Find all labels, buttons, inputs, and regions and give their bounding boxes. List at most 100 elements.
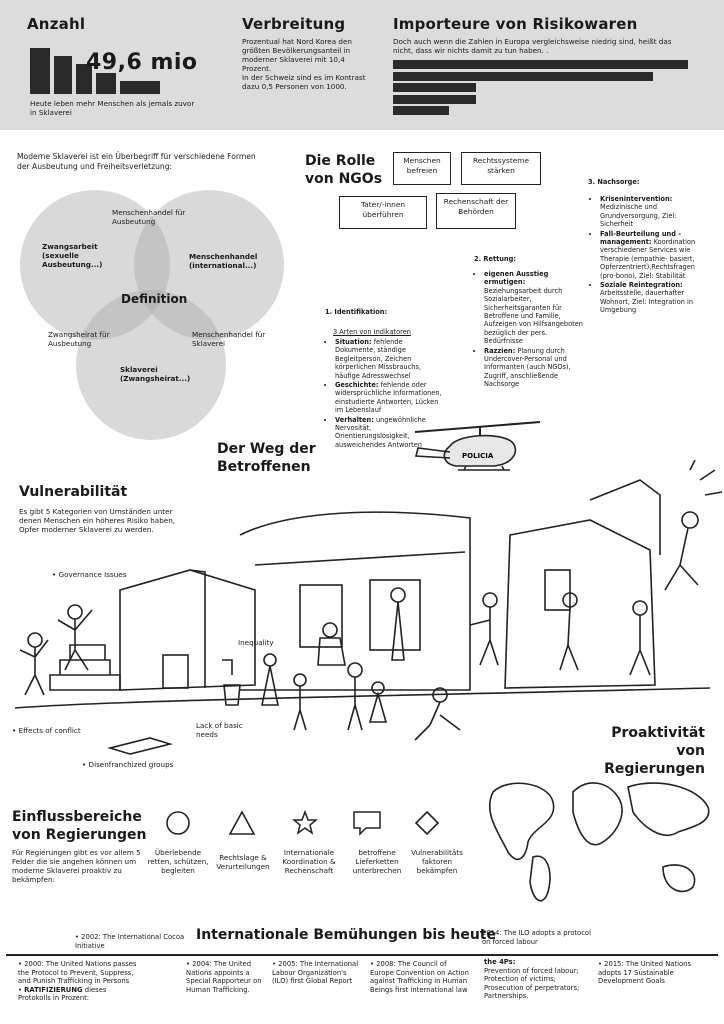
star-icon bbox=[292, 810, 318, 835]
importeure-title: Importeure von Risikowaren bbox=[393, 15, 638, 33]
nachsorge-title: 3. Nachsorge: bbox=[588, 178, 640, 186]
diamond-icon bbox=[414, 810, 440, 836]
venn-circle-left bbox=[20, 190, 170, 340]
einfluss-text: Für Regierungen gibt es vor allem 5 Feld… bbox=[12, 848, 141, 884]
timeline-2015-text: 2015: The United Nations adopts 17 Susta… bbox=[598, 960, 692, 986]
rettung-item-ausstieg: eigenen Ausstieg ermutigen:Beziehungsarb… bbox=[484, 270, 586, 346]
timeline-4ps-title: the 4Ps: bbox=[484, 958, 516, 966]
ngo-box-rechtssysteme: Rechtssysteme stärken bbox=[461, 152, 541, 185]
timeline-2000-text: 2000: The United Nations passes the Prot… bbox=[18, 960, 137, 986]
importeure-bar-4 bbox=[393, 94, 476, 104]
timeline-2000-tail: dieses Protokolls in Prozent: bbox=[18, 985, 107, 1003]
venn-center-label: Definition bbox=[121, 292, 188, 306]
einfluss-feld-2: Rechtslage & Verurteilungen bbox=[216, 853, 270, 871]
verbreitung-text: Prozentual hat Nord Korea den größten Be… bbox=[242, 37, 370, 91]
venn-mh-sklaverei: Menschenhandel für Sklaverei bbox=[192, 330, 266, 348]
vuln-governance-label: Governance Issues bbox=[58, 570, 127, 579]
nachsorge-fall-label: Fall-Beurteilung und -management: bbox=[600, 229, 681, 247]
vuln-conflict: • Effects of conflict bbox=[12, 726, 81, 735]
venn-sklaverei: Sklaverei (Zwangsheirat...) bbox=[120, 365, 191, 383]
anzahl-bar-4 bbox=[96, 73, 116, 94]
rettung-ausstieg-text: Beziehungsarbeit durch Sozialarbeiter, S… bbox=[484, 286, 583, 346]
importeure-bar-3 bbox=[393, 83, 476, 92]
rettung-razzien-label: Razzien: bbox=[484, 346, 516, 355]
vuln-inequality: Inequality bbox=[238, 638, 274, 647]
weg-title: Der Weg der Betroffenen bbox=[217, 441, 316, 475]
identifikation-item-situation: Situation: fehlende Dokumente, ständige … bbox=[335, 338, 443, 380]
nachsorge-krise-label: Kriseninterventi​on: bbox=[600, 195, 673, 203]
timeline-2005: • 2005: The International Labour Organiz… bbox=[272, 960, 359, 986]
proaktivitaet-title: Proaktivität von Regierungen bbox=[604, 725, 705, 777]
timeline-2004-text: 2004: The United Nations appoints a Spec… bbox=[186, 960, 262, 994]
einfluss-feld-5: Vulnerabilitäts faktoren bekämpfen bbox=[411, 848, 463, 875]
nachsorge-sozial-label: Soziale Reintegration: bbox=[600, 281, 683, 290]
nachsorge-item-sozial: Soziale Reintegration: Arbeitsstelle, da… bbox=[600, 281, 710, 315]
timeline-2000: • 2000: The United Nations passes the Pr… bbox=[18, 960, 137, 1003]
ngo-title: Die Rolle von NGOs bbox=[305, 153, 383, 187]
nachsorge-fall-text: Koordination verschiedener Services wie … bbox=[600, 238, 696, 280]
einfluss-feld-4: betroffene Lieferketten unterbrechen bbox=[352, 848, 402, 875]
timeline-2005-text: 2005: The International Labour Organizat… bbox=[272, 960, 359, 986]
identifikation-situation-text: fehlende Dokumente, ständige Begleitpers… bbox=[335, 338, 421, 380]
anzahl-title: Anzahl bbox=[27, 15, 86, 33]
speech-bubble-icon bbox=[353, 811, 381, 836]
timeline-2008: • 2008: The Council of Europe Convention… bbox=[370, 960, 469, 994]
anzahl-caption: Heute leben mehr Menschen als jemals zuv… bbox=[30, 99, 195, 117]
ngo-box-rechenschaft: Rechenschaft der Behörden bbox=[436, 193, 516, 229]
vuln-governance: • Governance Issues bbox=[52, 570, 127, 579]
venn-mh-ausbeutung: Menschenhandel für Ausbeutung bbox=[112, 208, 186, 226]
definition-intro: Moderne Sklaverei ist ein Überbegriff fü… bbox=[17, 152, 256, 171]
einfluss-title: Einflussbereiche von Regierungen bbox=[12, 809, 147, 843]
venn-menschenhandel-international: Menschenhandel (international...) bbox=[189, 252, 258, 270]
street-illustration bbox=[14, 460, 723, 755]
anzahl-bar-3 bbox=[76, 64, 92, 94]
venn-zh-ausbeutung: Zwangsheirat für Ausbeutung bbox=[48, 330, 110, 348]
anzahl-bar-1 bbox=[30, 48, 50, 94]
identifikation-verhalten-text: ungewöhnliche Nervosität, Orientierungsl… bbox=[335, 415, 426, 449]
timeline-4ps-text: Prevention of forced labour; Protection … bbox=[484, 966, 580, 1001]
verbreitung-text-2: In der Schweiz sind es im Kontrast dazu … bbox=[242, 73, 366, 91]
timeline-2004: • 2004: The United Nations appoints a Sp… bbox=[186, 960, 262, 994]
vulnerabilitaet-title: Vulnerabilität bbox=[19, 484, 128, 500]
importeure-bar-2 bbox=[393, 71, 653, 81]
vulnerabilitaet-text: Es gibt 5 Kategorien von Umständen unter… bbox=[19, 507, 176, 534]
anzahl-value: 49,6 mio bbox=[86, 50, 198, 75]
identifikation-verhalten-label: Verhalten: bbox=[335, 415, 374, 424]
identifikation-item-verhalten: Verhalten: ungewöhnliche Nervosität, Ori… bbox=[335, 416, 443, 450]
helicopter-illustration: POLICIA bbox=[414, 421, 541, 471]
nachsorge-krise-text: Medizinische und Grundversorgung, Ziel: … bbox=[600, 203, 677, 229]
anzahl-bar-5 bbox=[120, 81, 160, 94]
nachsorge-item-fall: Fall-Beurteilung und -management: Koordi… bbox=[600, 230, 710, 280]
importeure-bar-1 bbox=[393, 60, 688, 69]
identifikation-subtitle: 3 Arten von Indikatoren bbox=[333, 328, 411, 336]
vuln-disenfranchized-label: Disenfranchized groups bbox=[88, 760, 174, 769]
identifikation-list: Situation: fehlende Dokumente, ständige … bbox=[325, 338, 443, 450]
triangle-icon bbox=[228, 810, 256, 835]
verbreitung-title: Verbreitung bbox=[242, 15, 346, 33]
rettung-item-razzien: Razzien: Planung durch Undercover-Person… bbox=[484, 347, 586, 389]
importeure-chart bbox=[393, 60, 688, 115]
timeline-2002: • 2002: The International Cocoa Initiati… bbox=[75, 933, 185, 950]
helicopter-label: POLICIA bbox=[462, 452, 494, 460]
timeline-axis bbox=[6, 954, 718, 956]
venn-zwangsarbeit: Zwangsarbeit (sexuelle Ausbeutung...) bbox=[42, 242, 103, 269]
identifikation-geschichte-label: Geschichte: bbox=[335, 381, 379, 390]
identifikation-geschichte-text: fehlende oder widersprüchliche Informati… bbox=[335, 381, 442, 415]
einfluss-feld-1: Überlebende retten, schützen, begleiten bbox=[147, 848, 209, 875]
einfluss-feld-3: Internationale Koordination & Rechenscha… bbox=[282, 848, 336, 875]
rettung-title: 2. Rettung: bbox=[474, 255, 516, 263]
identifikation-title: 1. Identifikation: bbox=[325, 308, 388, 316]
timeline-4ps: the 4Ps:Prevention of forced labour; Pro… bbox=[484, 958, 589, 1001]
rettung-ausstieg-label: eigenen Ausstieg ermutigen: bbox=[484, 270, 549, 287]
rettung-razzien-text: Planung durch Undercover-Personal und In… bbox=[484, 346, 571, 389]
ngo-box-taeter: Tater/-innen überführen bbox=[339, 196, 427, 229]
venn-circle-bottom bbox=[76, 290, 226, 440]
timeline-2008-text: 2008: The Council of Europe Convention o… bbox=[370, 960, 469, 994]
timeline-2000-bold: RATIFIZIERUNG bbox=[24, 985, 83, 994]
importeure-text: Doch auch wenn die Zahlen in Europa verg… bbox=[393, 37, 672, 55]
bemuehungen-title: Internationale Bemühungen bis heute bbox=[196, 927, 496, 943]
vuln-conflict-label: Effects of conflict bbox=[18, 726, 81, 735]
nachsorge-sozial-text: Arbeitsstelle, dauerhafter Wohnort, Ziel… bbox=[600, 289, 694, 315]
ngo-box-befreien: Menschen befreien bbox=[393, 152, 451, 185]
nachsorge-item-krise: Kriseninterventi​on:Medizinische und Gru… bbox=[600, 195, 710, 229]
